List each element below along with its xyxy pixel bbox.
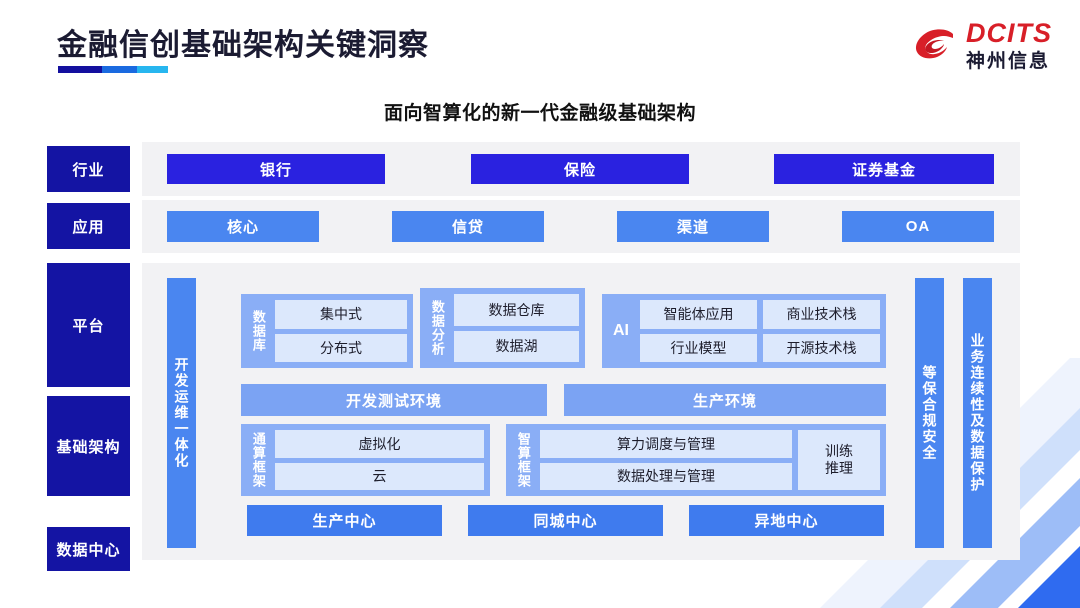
logo-wordmark: DCITS 神州信息 — [966, 18, 1052, 72]
platform-group-data-analysis[interactable]: 数据分析 数据仓库 数据湖 — [420, 288, 585, 368]
page-title: 金融信创基础架构关键洞察 — [57, 29, 429, 62]
database-item-distributed[interactable]: 分布式 — [275, 333, 407, 362]
industry-item-bank[interactable]: 银行 — [167, 154, 385, 184]
intelligent-compute-group-label: 智算框架 — [515, 432, 531, 488]
devops-vertical-bar[interactable]: 开发运维一体化 — [167, 278, 196, 548]
intelligent-compute-group-body: 算力调度与管理 数据处理与管理 — [540, 430, 792, 490]
environment-dev-test[interactable]: 开发测试环境 — [241, 384, 547, 416]
infer-label: 推理 — [825, 460, 853, 476]
general-compute-row-2: 云 — [275, 462, 484, 490]
sidebar-item-platform[interactable]: 平台 — [47, 263, 130, 387]
sidebar-item-infrastructure[interactable]: 基础架构 — [47, 396, 130, 496]
sidebar-item-application[interactable]: 应用 — [47, 203, 130, 249]
database-group-body: 集中式 分布式 — [275, 300, 407, 362]
database-row-2: 分布式 — [275, 333, 407, 362]
industry-label-securities-fund: 证券基金 — [851, 161, 916, 179]
industry-label-bank: 银行 — [259, 161, 292, 179]
sidebar-label-platform: 平台 — [72, 317, 105, 335]
application-label-channel: 渠道 — [676, 219, 709, 236]
data-center-remote-label: 异地中心 — [754, 513, 819, 530]
data-analysis-row-1: 数据仓库 — [454, 294, 579, 326]
intelligent-compute-item-data-processing[interactable]: 数据处理与管理 — [540, 462, 792, 490]
database-row-1: 集中式 — [275, 300, 407, 329]
ai-item-industry-model[interactable]: 行业模型 — [640, 333, 757, 362]
data-center-metro-label: 同城中心 — [533, 513, 598, 530]
compliance-security-vertical-bar[interactable]: 等保合规安全 — [915, 278, 944, 548]
rule-segment-dark — [58, 66, 102, 73]
diagram-subtitle: 面向智算化的新一代金融级基础架构 — [383, 103, 696, 124]
ai-row-1: 智能体应用 商业技术栈 — [640, 300, 880, 329]
sidebar-label-data-center: 数据中心 — [56, 541, 121, 559]
environment-production[interactable]: 生产环境 — [564, 384, 886, 416]
logo-text-en: DCITS — [966, 18, 1052, 48]
train-label: 训练 — [825, 442, 853, 459]
data-analysis-row-2: 数据湖 — [454, 330, 579, 362]
data-analysis-group-body: 数据仓库 数据湖 — [454, 294, 579, 362]
general-compute-item-virtualization[interactable]: 虚拟化 — [275, 430, 484, 458]
devops-vertical-label: 开发运维一体化 — [173, 357, 190, 469]
general-compute-group-label: 通算框架 — [250, 432, 266, 488]
sidebar-item-data-center[interactable]: 数据中心 — [47, 527, 130, 571]
data-analysis-item-lake[interactable]: 数据湖 — [454, 330, 579, 362]
logo-text-cn: 神州信息 — [966, 51, 1051, 72]
application-label-oa: OA — [905, 218, 931, 235]
application-item-channel[interactable]: 渠道 — [617, 211, 769, 242]
intelligent-compute-item-train-infer[interactable]: 训练 推理 — [798, 430, 880, 490]
intelligent-compute-item-scheduling[interactable]: 算力调度与管理 — [540, 430, 792, 458]
application-item-core[interactable]: 核心 — [167, 211, 319, 242]
rule-segment-mid — [102, 66, 138, 73]
database-group-label: 数据库 — [250, 310, 266, 352]
brand-logo: DCITS 神州信息 — [912, 20, 1052, 71]
ai-group-body: 智能体应用 商业技术栈 行业模型 开源技术栈 — [640, 300, 880, 362]
industry-item-securities-fund[interactable]: 证券基金 — [774, 154, 994, 184]
ai-item-agent-application[interactable]: 智能体应用 — [640, 300, 757, 329]
data-analysis-item-warehouse[interactable]: 数据仓库 — [454, 294, 579, 326]
sidebar-item-industry[interactable]: 行业 — [47, 146, 130, 192]
industry-label-insurance: 保险 — [563, 161, 596, 179]
environment-production-label: 生产环境 — [692, 392, 757, 410]
data-analysis-group-label: 数据分析 — [429, 300, 445, 356]
platform-group-database[interactable]: 数据库 集中式 分布式 — [241, 294, 413, 368]
general-compute-item-cloud[interactable]: 云 — [275, 462, 484, 490]
data-center-metro[interactable]: 同城中心 — [468, 505, 663, 536]
title-underline-rule — [58, 66, 168, 73]
infra-group-intelligent-compute[interactable]: 智算框架 算力调度与管理 数据处理与管理 训练 推理 — [506, 424, 886, 496]
ai-item-commercial-stack[interactable]: 商业技术栈 — [763, 300, 880, 329]
rule-segment-light — [137, 66, 168, 73]
application-label-core: 核心 — [226, 219, 259, 236]
intelligent-compute-side: 训练 推理 — [798, 430, 880, 490]
ai-row-2: 行业模型 开源技术栈 — [640, 333, 880, 362]
general-compute-row-1: 虚拟化 — [275, 430, 484, 458]
sidebar-label-industry: 行业 — [72, 161, 105, 179]
compliance-security-label: 等保合规安全 — [921, 365, 938, 461]
sidebar-label-infrastructure: 基础架构 — [56, 438, 121, 456]
data-center-production[interactable]: 生产中心 — [247, 505, 442, 536]
data-center-production-label: 生产中心 — [312, 513, 377, 530]
infra-group-general-compute[interactable]: 通算框架 虚拟化 云 — [241, 424, 490, 496]
ai-item-opensource-stack[interactable]: 开源技术栈 — [763, 333, 880, 362]
environment-dev-test-label: 开发测试环境 — [345, 392, 442, 410]
dcits-swirl-icon — [912, 23, 958, 69]
intelligent-compute-row-1: 算力调度与管理 — [540, 430, 792, 458]
platform-group-ai[interactable]: AI 智能体应用 商业技术栈 行业模型 开源技术栈 — [602, 294, 886, 368]
data-center-remote[interactable]: 异地中心 — [689, 505, 884, 536]
business-continuity-vertical-bar[interactable]: 业务连续性及数据保护 — [963, 278, 992, 548]
sidebar-label-application: 应用 — [72, 218, 105, 236]
application-label-credit: 信贷 — [451, 219, 484, 236]
application-item-oa[interactable]: OA — [842, 211, 994, 242]
intelligent-compute-row-2: 数据处理与管理 — [540, 462, 792, 490]
database-item-centralized[interactable]: 集中式 — [275, 300, 407, 329]
business-continuity-label: 业务连续性及数据保护 — [969, 333, 986, 493]
industry-item-insurance[interactable]: 保险 — [471, 154, 689, 184]
ai-group-label: AI — [613, 322, 629, 339]
application-item-credit[interactable]: 信贷 — [392, 211, 544, 242]
general-compute-group-body: 虚拟化 云 — [275, 430, 484, 490]
